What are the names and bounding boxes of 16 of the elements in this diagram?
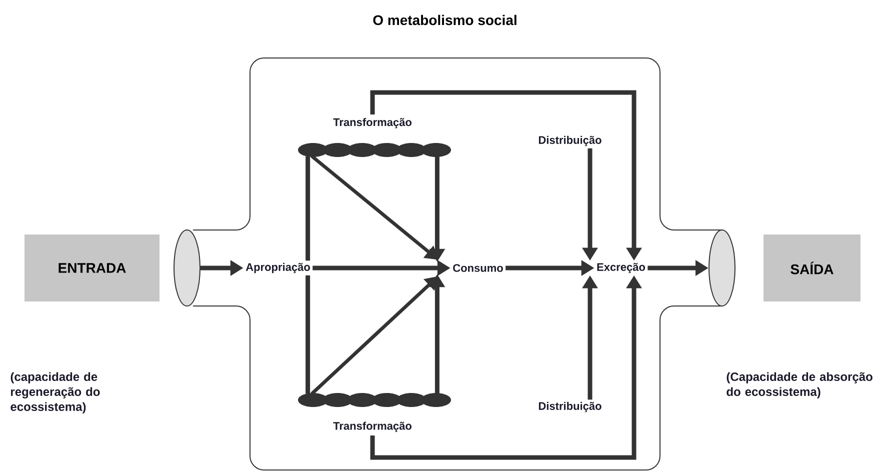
transformation-bar: Transformação	[298, 393, 451, 432]
entrada-box: ENTRADA	[24, 234, 160, 302]
node-label: Transformação	[333, 118, 412, 128]
pipe-opening	[174, 230, 200, 306]
transformation-bar: Transformação	[298, 118, 451, 157]
note: (capacidade de regeneração do ecossistema)	[10, 372, 100, 414]
stage-label: Consumo	[453, 264, 503, 272]
note: (Capacidade de absorção do ecossistema)	[726, 372, 872, 398]
title: O metabolismo social	[373, 14, 516, 26]
pipe-opening	[708, 230, 736, 306]
stage-label: Excreção	[597, 262, 646, 274]
node-label: Transformação	[333, 422, 412, 432]
stage-label: Distribuição	[538, 136, 602, 146]
stage-label: Distribuição	[538, 402, 602, 412]
stage-label: Apropriação	[246, 262, 310, 274]
saida-box: SAÍDA	[764, 234, 860, 302]
